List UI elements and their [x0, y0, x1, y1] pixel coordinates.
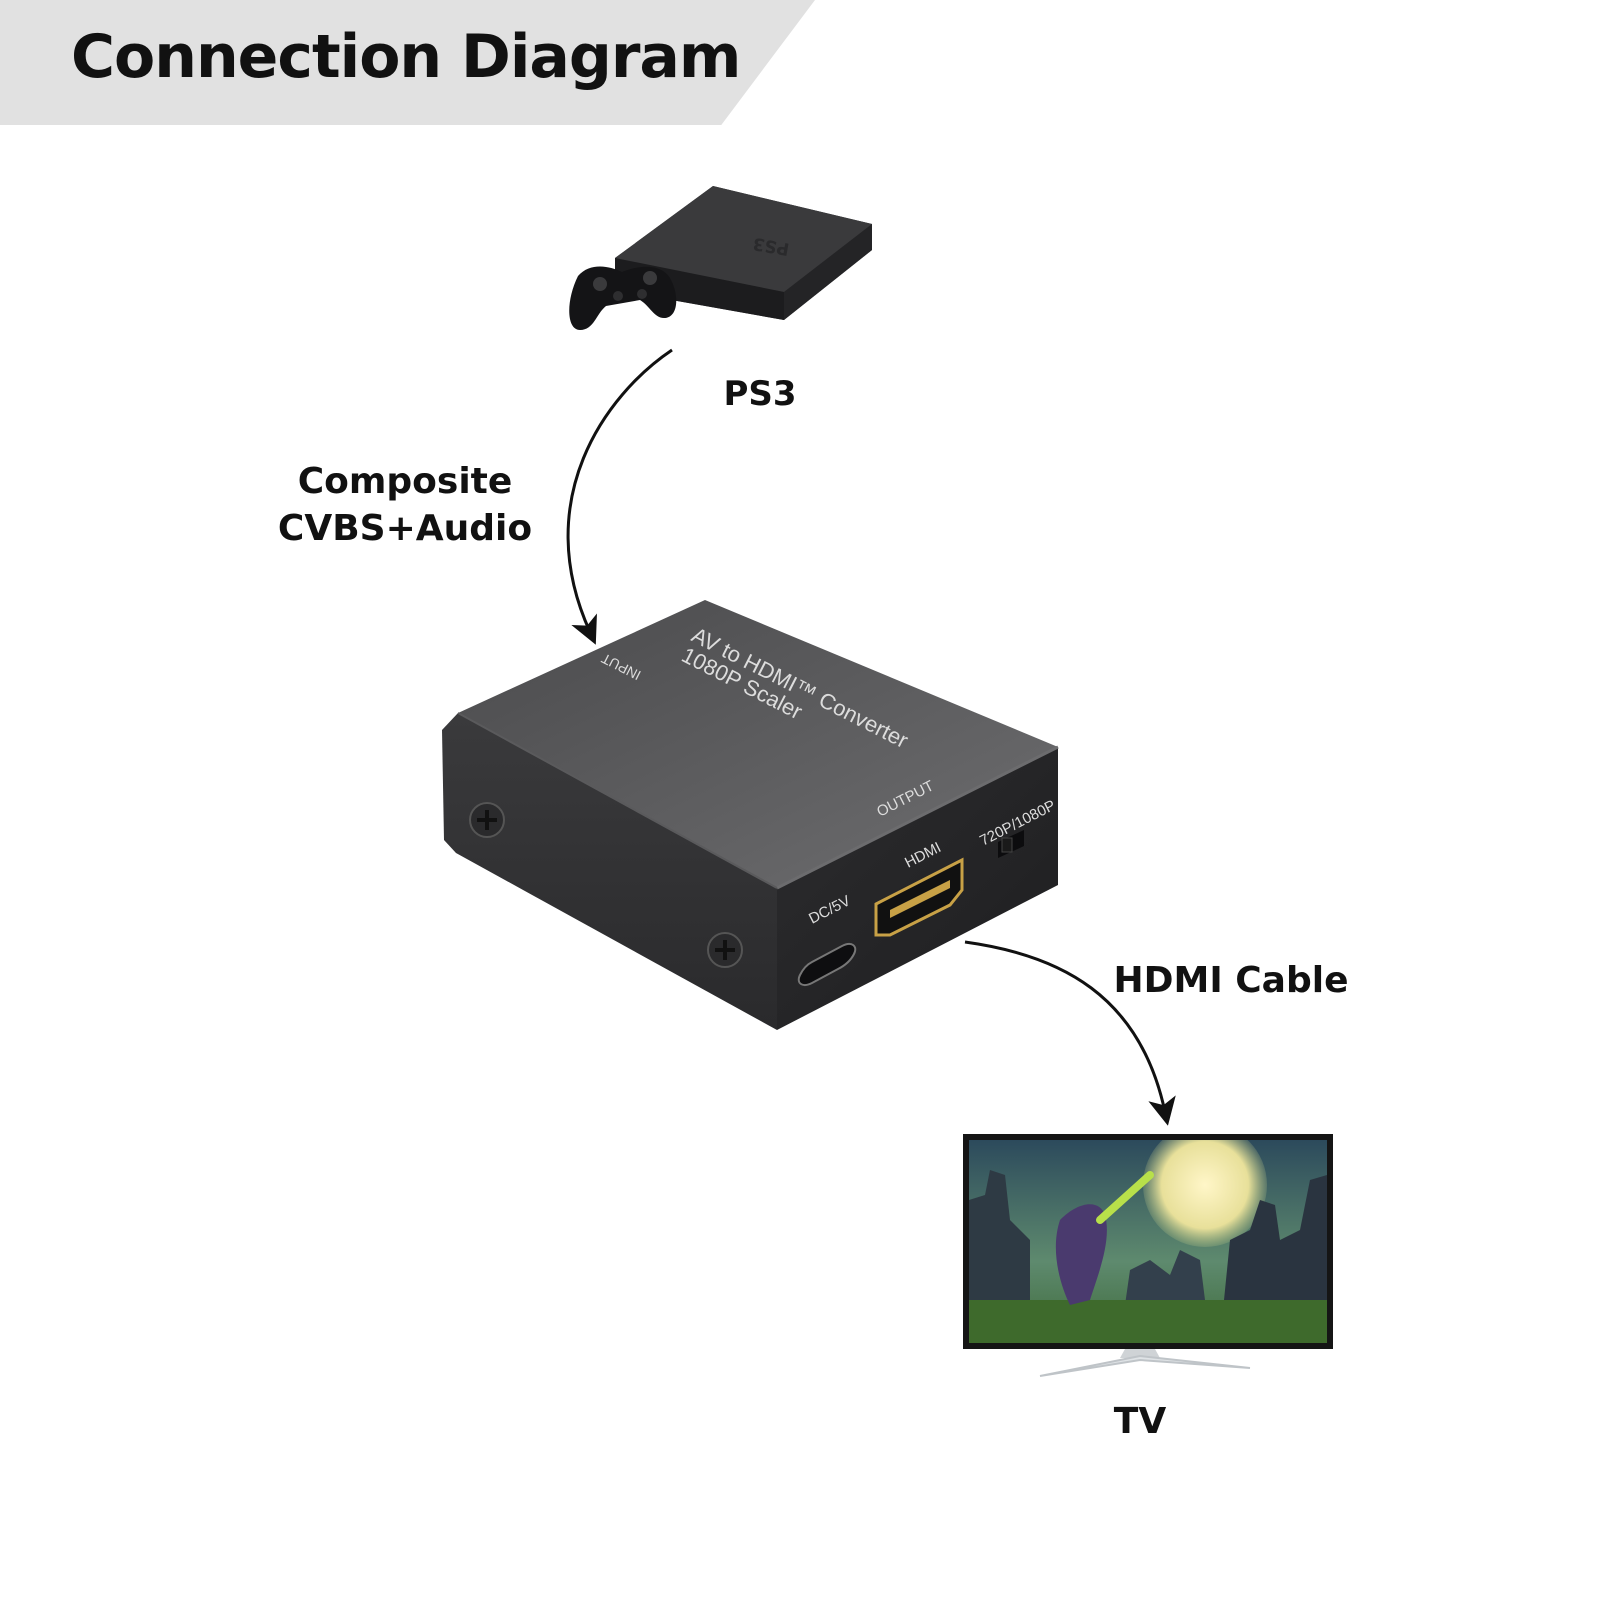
input-arrow	[566, 348, 673, 645]
device-top	[458, 600, 1058, 888]
composite-label-line2: CVBS+Audio	[278, 508, 532, 549]
ps3-label: PS3	[723, 374, 796, 414]
tv-screen	[969, 1140, 1327, 1343]
output-arrow	[964, 940, 1176, 1126]
screw-icon	[469, 802, 505, 838]
screw-icon	[707, 932, 743, 968]
converter-device: AV to HDMI™ Converter 1080P Scaler INPUT…	[442, 600, 1059, 1030]
composite-label-line1: Composite	[298, 461, 513, 502]
page-title: Connection Diagram	[71, 22, 741, 92]
ps3-controller-icon	[569, 266, 677, 330]
tv-label: TV	[1114, 1401, 1167, 1442]
device-side	[442, 713, 777, 1030]
hdmi-cable-label: HDMI Cable	[1113, 960, 1348, 1001]
tv-stand-base	[1039, 1354, 1251, 1377]
title-banner	[0, 0, 815, 125]
tv-stand-neck	[1120, 1349, 1160, 1358]
usb-c-port-icon	[797, 943, 857, 986]
tv-icon	[963, 1134, 1333, 1377]
resolution-switch-icon	[998, 830, 1024, 858]
hdmi-port-icon	[874, 857, 964, 937]
